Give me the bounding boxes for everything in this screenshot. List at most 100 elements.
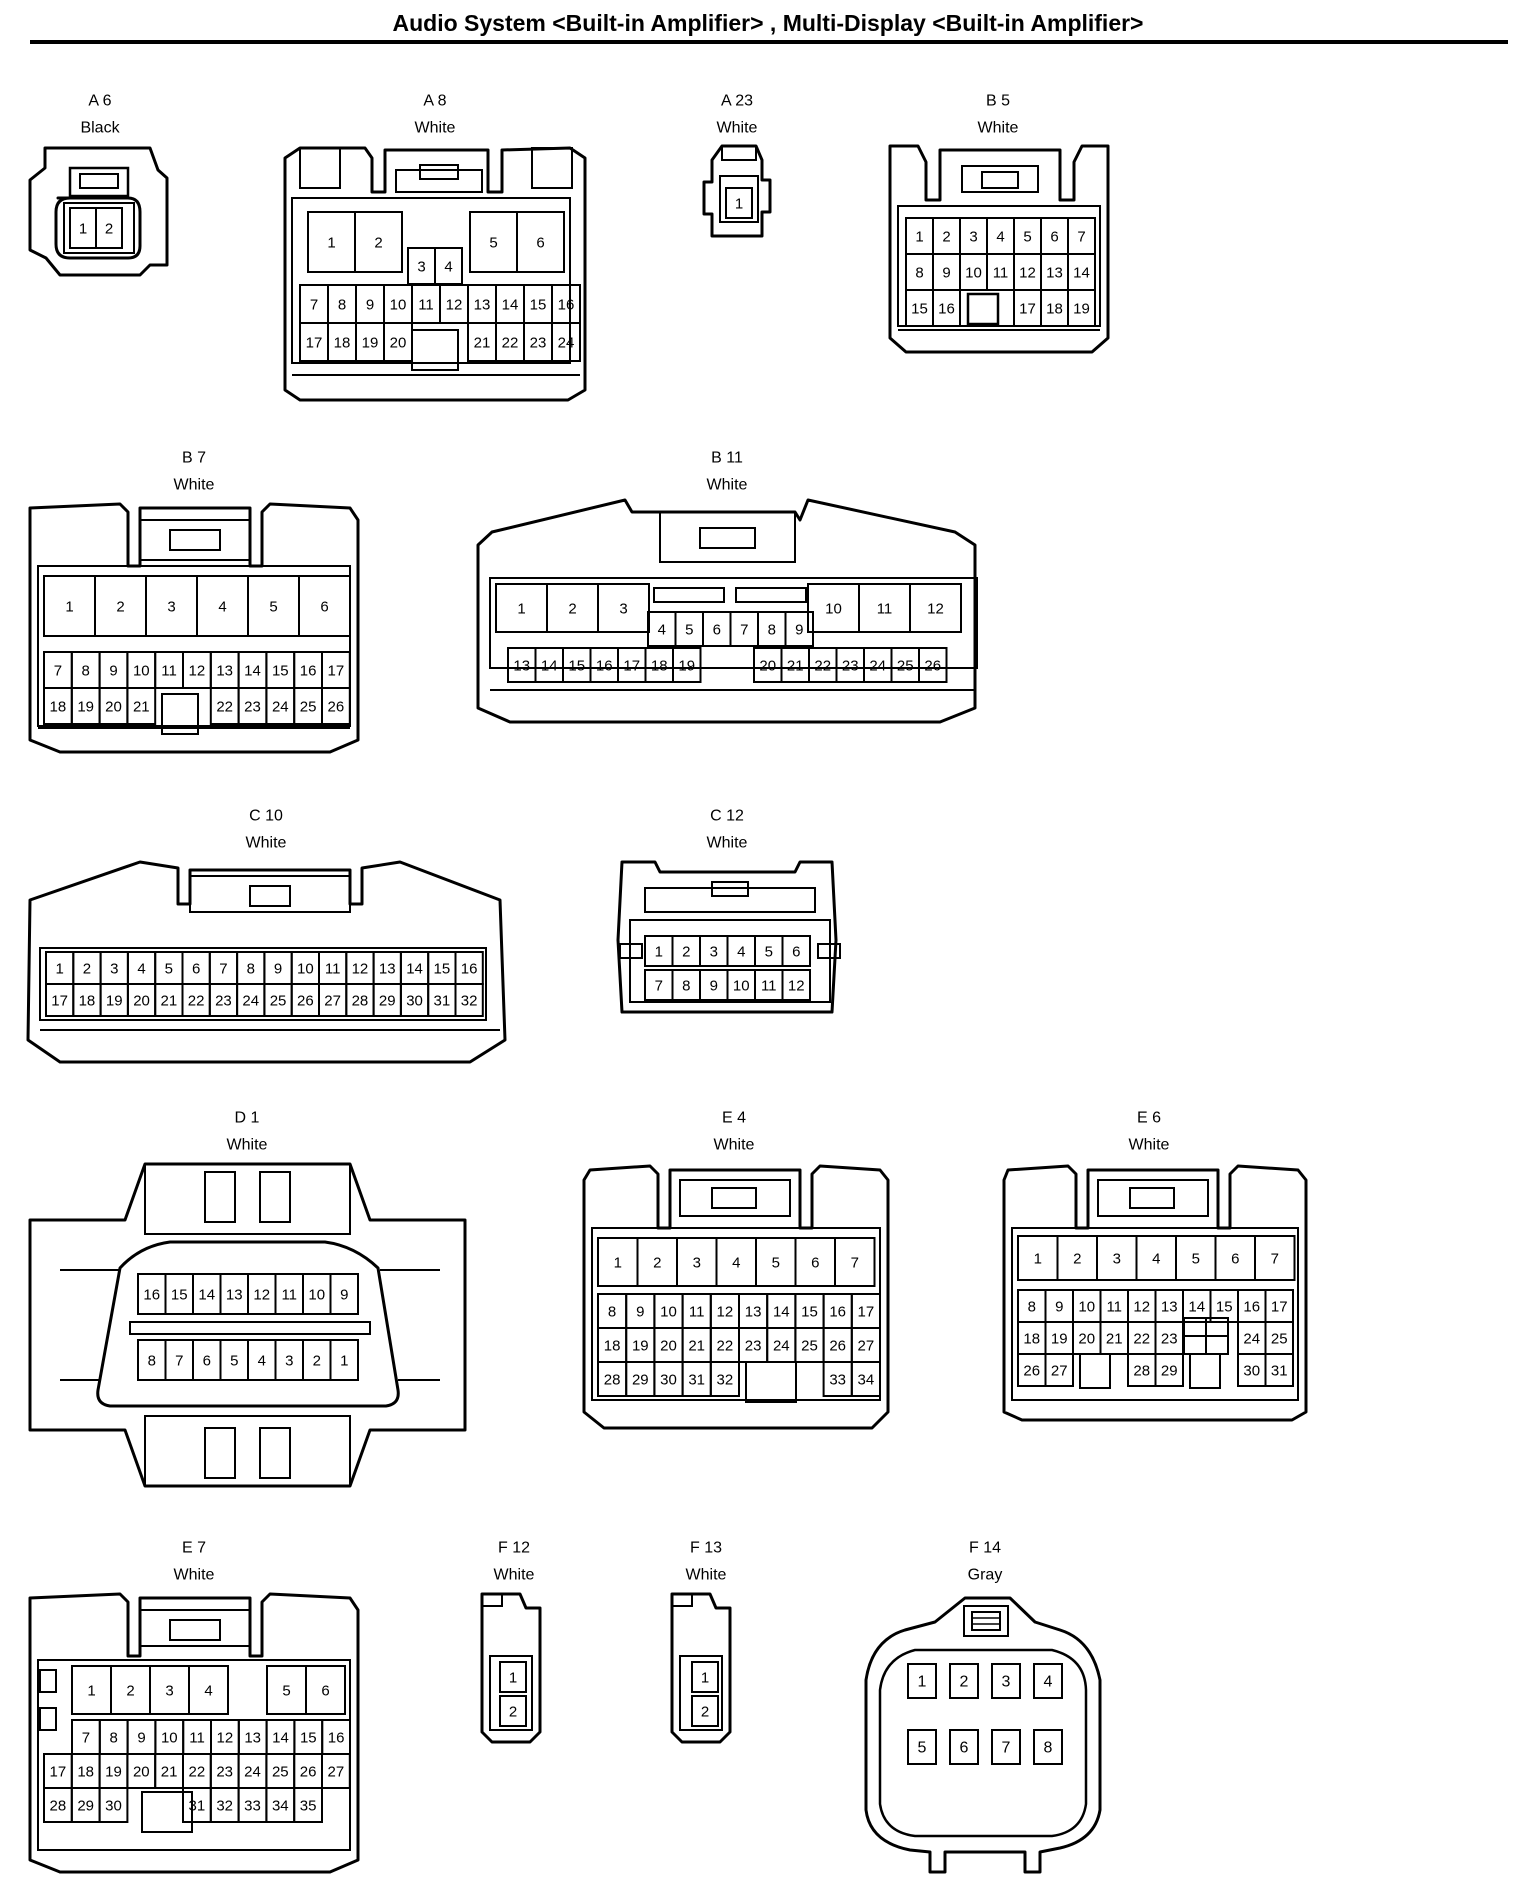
pin-number: 15 xyxy=(1216,1299,1233,1316)
pin-number: 29 xyxy=(1161,1363,1178,1380)
housing-outline xyxy=(291,197,571,364)
pin-number: 24 xyxy=(242,993,259,1010)
pin-number: 3 xyxy=(619,601,627,618)
pin-number: 10 xyxy=(733,978,750,995)
pin-number: 19 xyxy=(632,1338,649,1355)
housing-outline xyxy=(63,202,135,254)
pin-number: 25 xyxy=(897,658,914,675)
pin-number: 9 xyxy=(366,297,374,314)
pin-number: 12 xyxy=(352,961,369,978)
pin-number: 28 xyxy=(50,1798,67,1815)
pin-number: 30 xyxy=(105,1798,122,1815)
housing-outline xyxy=(781,969,811,1001)
pin-number: 8 xyxy=(1028,1299,1036,1316)
housing-outline xyxy=(1254,1235,1296,1281)
pin-number: 18 xyxy=(651,658,668,675)
housing-outline xyxy=(1067,289,1096,327)
pin-number: 11 xyxy=(325,961,341,978)
housing-outline xyxy=(949,1729,979,1765)
housing-outline xyxy=(679,1655,723,1731)
pin-number: 25 xyxy=(801,1338,818,1355)
pin-number: 14 xyxy=(1188,1299,1205,1316)
pin-number: 14 xyxy=(502,297,519,314)
pin-number: 11 xyxy=(189,1730,205,1747)
pin-number: 9 xyxy=(1055,1299,1063,1316)
pin-number: 3 xyxy=(1113,1251,1121,1268)
connector-name: A 6 xyxy=(88,93,111,110)
housing-outline xyxy=(454,983,484,1017)
pin-number: 24 xyxy=(272,699,289,716)
pin-number: 4 xyxy=(737,944,745,961)
pin-number: 7 xyxy=(1271,1251,1279,1268)
housing-outline xyxy=(907,1663,937,1699)
pin-number: 7 xyxy=(219,961,227,978)
housing-outline xyxy=(981,171,1019,189)
pin-number: 6 xyxy=(811,1255,819,1272)
pin-number: 8 xyxy=(110,1730,118,1747)
housing-outline xyxy=(489,577,978,669)
housing-outline xyxy=(1129,1187,1175,1209)
pin-number: 35 xyxy=(300,1798,317,1815)
pin-number: 11 xyxy=(993,265,1009,282)
pin-number: 13 xyxy=(216,663,233,680)
pin-number: 12 xyxy=(253,1287,270,1304)
housing-outline xyxy=(597,583,650,633)
pin-number: 22 xyxy=(814,658,831,675)
housing-outline xyxy=(671,1593,693,1607)
pin-number: 21 xyxy=(161,1764,178,1781)
pin-number: 9 xyxy=(795,622,803,639)
housing-outline xyxy=(37,565,351,727)
pin-number: 22 xyxy=(189,1764,206,1781)
pin-number: 23 xyxy=(216,1764,233,1781)
housing-outline xyxy=(644,887,816,913)
pin-number: 18 xyxy=(50,699,67,716)
housing-outline xyxy=(28,1592,360,1874)
housing-outline xyxy=(499,1695,527,1727)
housing-outline xyxy=(411,329,459,371)
pin-number: 9 xyxy=(274,961,282,978)
housing-outline xyxy=(39,1707,57,1731)
housing-outline xyxy=(1033,1663,1063,1699)
pin-number: 16 xyxy=(938,301,955,318)
pin-number: 2 xyxy=(701,1704,709,1721)
housing-outline xyxy=(1097,1179,1209,1217)
pin-number: 23 xyxy=(745,1338,762,1355)
pin-number: 19 xyxy=(1051,1331,1068,1348)
pin-number: 14 xyxy=(773,1304,790,1321)
connector-name: F 13 xyxy=(690,1540,722,1557)
housing-outline xyxy=(961,165,1039,193)
pin-number: 4 xyxy=(444,259,452,276)
housing-outline xyxy=(719,175,759,223)
pin-number: 14 xyxy=(198,1287,215,1304)
pin-number: 17 xyxy=(50,1764,67,1781)
pin-number: 30 xyxy=(660,1372,677,1389)
connector-color: White xyxy=(174,477,215,494)
pin-number: 17 xyxy=(623,658,640,675)
pin-number: 14 xyxy=(1073,265,1090,282)
pin-number: 20 xyxy=(390,335,407,352)
pin-number: 26 xyxy=(1023,1363,1040,1380)
pin-number: 6 xyxy=(320,599,328,616)
pin-number: 5 xyxy=(1023,229,1031,246)
pin-number: 20 xyxy=(1078,1331,1095,1348)
connector-color: White xyxy=(978,120,1019,137)
pin-number: 14 xyxy=(406,961,423,978)
pin-number: 26 xyxy=(829,1338,846,1355)
pin-number: 17 xyxy=(1019,301,1036,318)
housing-outline xyxy=(699,527,756,549)
pin-number: 6 xyxy=(536,235,544,252)
housing-outline xyxy=(480,1592,542,1744)
housing-outline xyxy=(679,1179,791,1217)
pin-number: 10 xyxy=(965,265,982,282)
housing-outline xyxy=(283,146,587,402)
pin-number: 2 xyxy=(568,601,576,618)
pin-number: 24 xyxy=(773,1338,790,1355)
pin-number: 12 xyxy=(927,601,944,618)
pin-number: 1 xyxy=(701,1670,709,1687)
pin-number: 15 xyxy=(568,658,585,675)
housing-outline xyxy=(702,144,772,238)
pin-number: 4 xyxy=(204,1683,212,1700)
housing-outline xyxy=(711,881,749,897)
